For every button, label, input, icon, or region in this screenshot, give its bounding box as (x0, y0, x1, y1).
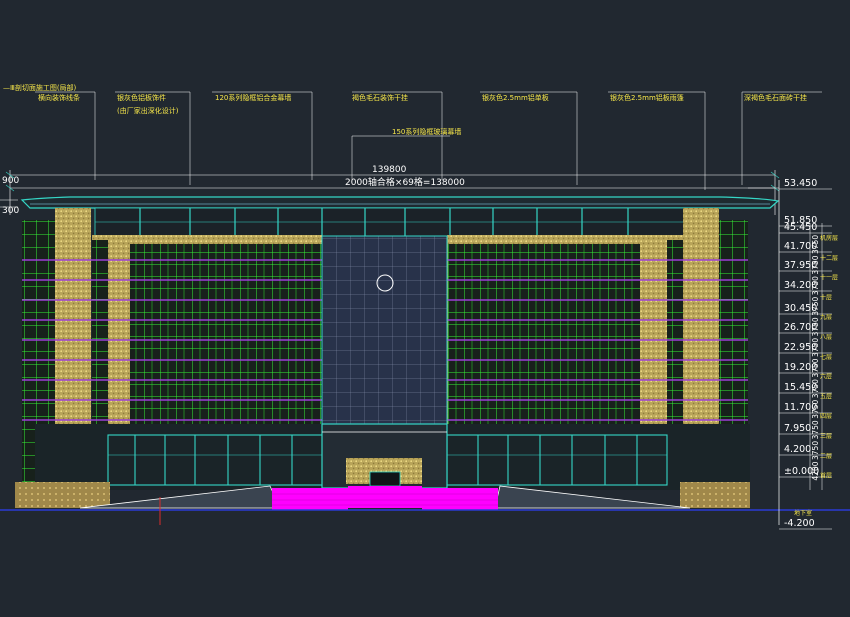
floor-label-5: 八层 (820, 334, 832, 341)
right-glass-block (448, 244, 640, 424)
floor-bands (22, 259, 748, 421)
left-glass-block (130, 244, 322, 424)
floor-label-8: 五层 (820, 393, 832, 400)
storey-dim-column (809, 223, 823, 490)
annotation-6: 银灰色2.5mm铝单板 (482, 93, 549, 102)
storey-heights: 3750375037503750375037503750375037503750… (811, 235, 820, 481)
left-base-stone (15, 482, 110, 508)
level-label-12: 7.950 (784, 423, 811, 434)
floor-label-10: 三层 (820, 433, 832, 440)
right-steps (422, 488, 498, 510)
floor-label-0: 机房层 (820, 234, 838, 242)
level-label-1: 51.850 (784, 215, 817, 226)
floor-label-9: 四层 (820, 413, 832, 420)
annotation-texts: 横向装饰线条 银灰色铝板饰件 (由厂家出深化设计) 120系列隐框铝合金幕墙 褐… (38, 93, 807, 136)
annotation-7: 银灰色2.5mm铝板雨篷 (610, 93, 684, 102)
storey-height-3: 3750 (811, 296, 820, 315)
level-label-7: 26.700 (784, 322, 817, 333)
level-label-15: -4.200 (784, 518, 815, 529)
storey-height-4: 3750 (811, 317, 820, 336)
right-base-stone (680, 482, 750, 508)
annotation-5: 褐色毛石装饰干挂 (352, 93, 408, 102)
overall-dimension: 139800 (372, 165, 407, 175)
storey-height-8: 3750 (811, 399, 820, 418)
floor-label-12: 首层 (820, 472, 832, 480)
storey-height-6: 3750 (811, 358, 820, 377)
roof-canopy (20, 196, 780, 209)
entrance-door (369, 471, 401, 487)
level-label-9: 19.200 (784, 362, 817, 373)
annotation-3: (由厂家出深化设计) (117, 106, 179, 115)
level-label-0: 53.450 (784, 178, 817, 189)
annotation-leaders (35, 91, 822, 190)
left-dim-900: 900 (2, 176, 19, 186)
storey-height-2: 3750 (811, 276, 820, 295)
level-label-8: 22.950 (784, 342, 817, 353)
drawing-title: —Ⅲ剖切面施工图(局部) (3, 83, 77, 92)
axis-dimension: 2000轴合格×69格=138000 (345, 176, 465, 188)
annotation-8: 深褐色毛石面砖干挂 (744, 93, 807, 102)
floor-label-2: 十一层 (820, 274, 838, 282)
storey-height-1: 3750 (811, 255, 820, 274)
storey-height-9: 3750 (811, 420, 820, 439)
left-dim-300: 300 (2, 206, 19, 216)
storey-height-7: 3750 (811, 379, 820, 398)
annotation-2: 银灰色铝板饰件 (117, 93, 166, 102)
level-label-5: 34.200 (784, 280, 817, 291)
left-steps (272, 488, 348, 510)
penthouse-columns (95, 208, 685, 236)
annotation-4: 120系列隐框铝合金幕墙 (215, 93, 291, 102)
level-label-13: 4.200 (784, 444, 811, 455)
central-emblem (376, 274, 394, 292)
level-label-11: 11.700 (784, 402, 817, 413)
storey-height-10: 3750 (811, 441, 820, 460)
level-label-4: 37.950 (784, 260, 817, 271)
level-label-14: ±0.000 (784, 466, 819, 477)
storey-height-5: 3750 (811, 338, 820, 357)
podium-columns (107, 434, 668, 486)
floor-label-3: 十层 (820, 293, 832, 301)
basement-label: 地下室 (794, 509, 812, 517)
level-label-6: 30.450 (784, 303, 817, 314)
floor-label-7: 六层 (820, 373, 832, 381)
level-label-10: 15.450 (784, 382, 817, 393)
floor-label-1: 十二层 (820, 254, 838, 262)
annotation-9: 150系列隐框玻璃幕墙 (392, 127, 461, 136)
annotation-1: 横向装饰线条 (38, 93, 80, 102)
storey-height-0: 3750 (811, 235, 820, 254)
floor-label-6: 七层 (820, 353, 832, 361)
level-label-3: 41.700 (784, 241, 817, 252)
dimension-lines (0, 170, 780, 215)
central-curtain-wall (321, 235, 448, 427)
floor-label-4: 九层 (820, 313, 832, 321)
step-lines (272, 493, 498, 506)
center-steps (348, 486, 422, 508)
floor-label-11: 二层 (820, 453, 832, 460)
level-label-2: 45.450 (784, 222, 817, 233)
storey-height-11: 4200 (811, 461, 820, 480)
